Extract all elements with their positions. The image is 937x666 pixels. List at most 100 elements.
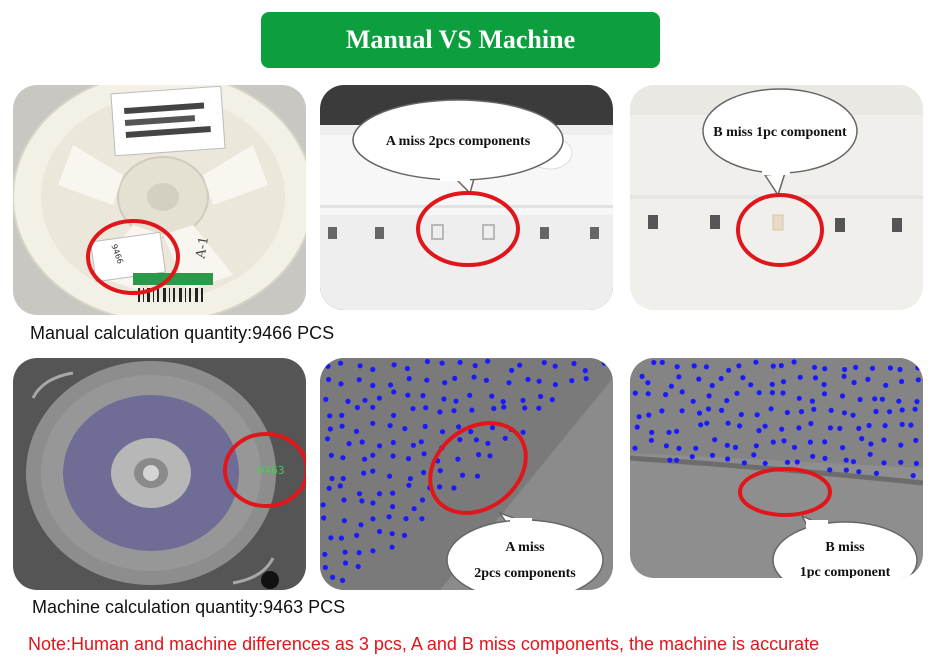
detected-dot (645, 391, 651, 397)
detected-dot (856, 425, 862, 431)
detected-dot (639, 373, 645, 379)
detected-dot (646, 412, 652, 418)
detected-dot (634, 424, 640, 430)
detected-dot (712, 437, 718, 443)
detected-dot (828, 407, 834, 413)
callout-a-line2: 2pcs components (474, 566, 576, 581)
detected-dot (525, 376, 531, 382)
detected-dot (899, 378, 905, 385)
detected-dot (320, 502, 326, 508)
detected-dot (691, 363, 697, 369)
detected-dot (403, 516, 409, 522)
detected-dot (811, 364, 818, 370)
detected-dot (798, 409, 805, 415)
detected-dot (390, 453, 396, 459)
detected-dot (780, 379, 787, 385)
detected-dot (856, 469, 862, 475)
detected-dot (756, 428, 762, 434)
detected-dot (859, 436, 865, 442)
detected-dot (451, 408, 457, 414)
detected-dot (915, 365, 921, 371)
manual-caption: Manual calculation quantity:9466 PCS (30, 323, 335, 343)
detected-dot (358, 522, 364, 528)
detected-dot (509, 367, 515, 373)
detected-dot (451, 485, 457, 491)
detected-dot (457, 359, 463, 365)
detected-dot (376, 395, 382, 401)
detected-dot (827, 467, 833, 473)
detected-dot (356, 377, 362, 383)
detected-dot (328, 535, 334, 541)
detected-dot (485, 440, 491, 446)
detected-dot (725, 456, 731, 462)
detected-dot (703, 364, 709, 370)
detected-dot (328, 452, 334, 458)
detected-dot (340, 455, 346, 461)
detected-dot (882, 423, 888, 429)
detected-dot (726, 367, 732, 373)
highlight-circle (738, 467, 832, 517)
detected-dot (489, 425, 496, 431)
detected-dot (390, 504, 396, 510)
detected-dot (359, 439, 365, 445)
detected-dot (469, 407, 475, 413)
detected-dot (339, 412, 345, 418)
detected-dot (756, 390, 762, 396)
detected-dot (460, 472, 466, 478)
detected-dot (437, 409, 443, 415)
detected-dot (853, 364, 859, 370)
detected-dot (517, 362, 523, 368)
detected-dot (779, 426, 785, 432)
note-text: Note:Human and machine differences as 3 … (28, 634, 820, 654)
detected-dot (342, 560, 349, 566)
callout-b-line1: B miss (825, 540, 865, 555)
detected-dot (361, 470, 367, 476)
machine-xray-reel: 9463 (13, 358, 306, 590)
detected-dot (410, 442, 416, 448)
detected-dot (376, 491, 383, 497)
detected-dot (391, 389, 397, 395)
detected-dot (651, 359, 657, 366)
detected-dot (709, 452, 716, 458)
detected-dot (781, 438, 787, 444)
detected-dot (437, 484, 443, 490)
detected-dot (674, 428, 680, 434)
detected-dot (883, 382, 889, 388)
machine-xray-b: B miss 1pc component (630, 358, 923, 578)
detected-dot (340, 475, 346, 482)
manual-reel-photo: 9466 A-1 (13, 85, 306, 315)
callout-b-text: B miss 1pc component (713, 125, 847, 140)
detected-dot (690, 398, 696, 404)
detected-dot (732, 444, 739, 450)
manual-tape-b-photo: B miss 1pc component (630, 85, 923, 310)
detected-dot (327, 413, 333, 419)
detected-dot (812, 375, 819, 381)
detected-dot (751, 452, 757, 458)
detected-dot (663, 392, 669, 398)
detected-dot (807, 439, 813, 445)
detected-dot (342, 549, 348, 555)
detected-dot (354, 404, 360, 411)
detected-dot (868, 441, 874, 447)
detected-dot (389, 544, 395, 550)
detected-dot (679, 389, 685, 395)
detected-dot (913, 437, 919, 443)
detected-dot (370, 468, 376, 474)
detected-dot (741, 460, 747, 466)
detected-dot (501, 404, 507, 410)
detected-dot (808, 420, 814, 427)
detected-dot (391, 362, 397, 368)
machine-caption: Machine calculation quantity:9463 PCS (32, 597, 346, 617)
detected-dot (762, 423, 768, 429)
detected-dot (326, 376, 332, 383)
detected-dot (536, 378, 542, 384)
detected-dot (337, 483, 343, 489)
detected-dot (705, 406, 712, 412)
detected-dot (405, 456, 412, 462)
detected-dot (452, 375, 458, 381)
detected-dot (370, 516, 376, 522)
detected-dot (908, 422, 914, 428)
detected-dot (887, 409, 893, 415)
detected-dot (418, 439, 424, 445)
detected-dot (441, 396, 447, 402)
